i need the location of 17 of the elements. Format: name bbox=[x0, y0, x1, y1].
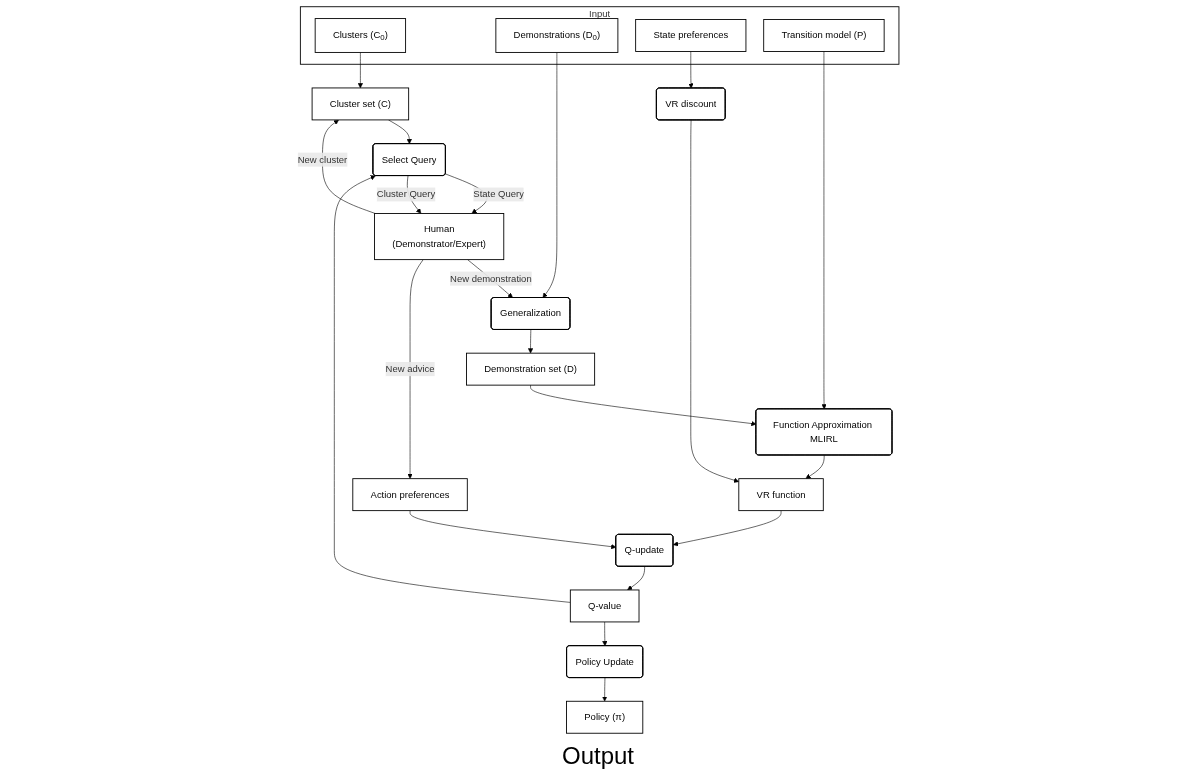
node-box: Q-value bbox=[569, 589, 640, 623]
node-box: State preferences bbox=[634, 19, 747, 52]
edge-label: New cluster bbox=[297, 154, 347, 165]
node-box: Action preferences bbox=[352, 478, 468, 512]
node-box: Human (Demonstrator/Expert) bbox=[373, 213, 504, 261]
node-box: Demonstrations (D$_{0}$) bbox=[495, 18, 618, 53]
edge-label: Cluster Query bbox=[376, 189, 435, 200]
edge-label: State Query bbox=[473, 189, 524, 200]
node-box: Transition model (P) bbox=[762, 19, 885, 52]
edge-label: New advice bbox=[385, 363, 435, 374]
node-box: Demonstration set (D) bbox=[465, 352, 595, 386]
node-box: Policy (π) bbox=[565, 700, 643, 734]
node-box: VR function bbox=[738, 478, 824, 512]
output-label: Output bbox=[560, 742, 635, 770]
node-box: Cluster set (C) bbox=[311, 87, 409, 121]
edge-label: New demonstration bbox=[449, 273, 532, 284]
node-box: Clusters (C$_{0}$) bbox=[314, 18, 406, 53]
